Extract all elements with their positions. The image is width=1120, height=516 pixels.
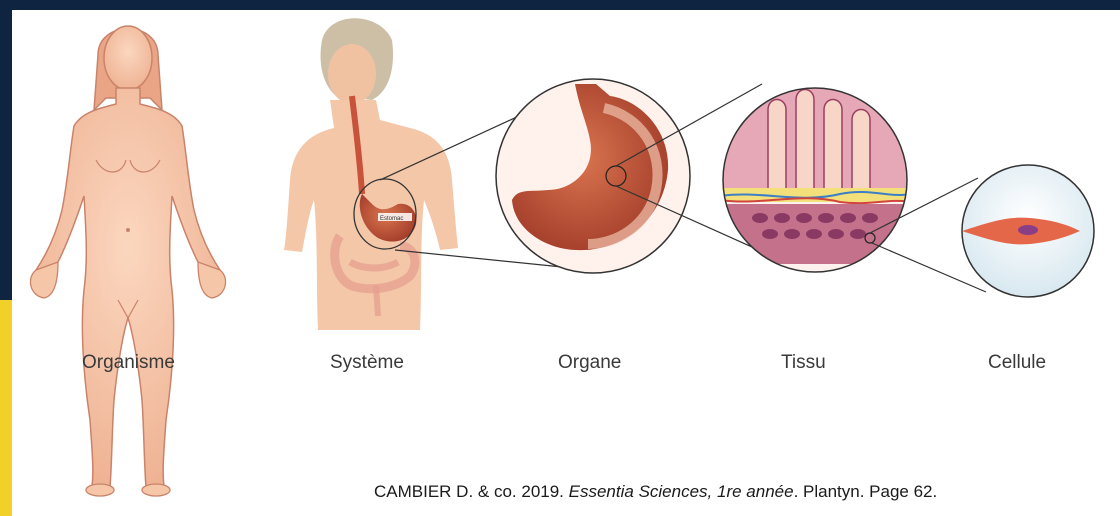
citation-publisher: . Plantyn. Page 62. <box>794 482 938 501</box>
organism-figure <box>30 26 225 496</box>
tissue-circle <box>720 88 910 272</box>
system-figure <box>284 18 458 330</box>
citation: CAMBIER D. & co. 2019. Essentia Sciences… <box>374 482 937 502</box>
label-cell: Cellule <box>988 352 1046 374</box>
citation-title: Essentia Sciences, 1re année <box>569 482 794 501</box>
cell-circle <box>962 165 1094 297</box>
organ-circle <box>496 79 690 273</box>
label-organ: Organe <box>558 352 621 374</box>
label-organism: Organisme <box>82 352 175 374</box>
citation-authors: CAMBIER D. & co. 2019. <box>374 482 569 501</box>
stomach-tag: Estomac <box>380 216 403 222</box>
label-tissue: Tissu <box>781 352 826 374</box>
label-system: Système <box>330 352 404 374</box>
